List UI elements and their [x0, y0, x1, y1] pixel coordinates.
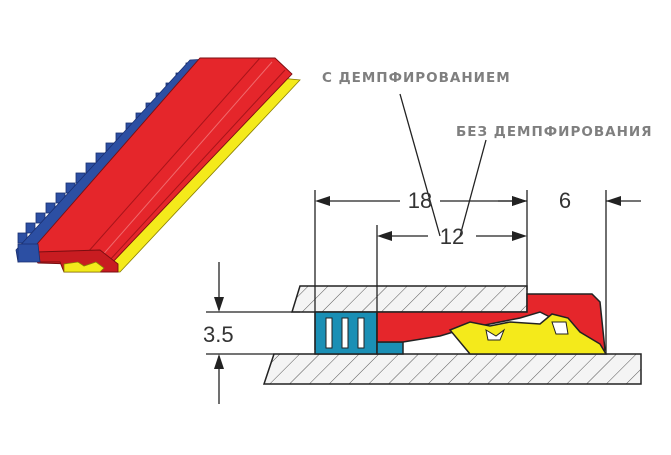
label-with-damping: С ДЕМПФИРОВАНИЕМ [322, 70, 511, 86]
cross-section [262, 285, 642, 385]
seal-strip-3d-illustration [15, 57, 301, 273]
top-plate [290, 285, 528, 313]
label-without-damping: БЕЗ ДЕМПФИРОВАНИЯ [456, 124, 653, 140]
dimension-arrowheads [214, 196, 621, 369]
dimension-3-5: 3.5 [203, 322, 234, 347]
dimension-lines [206, 93, 641, 404]
bottom-plate [262, 353, 642, 385]
dimension-12: 12 [440, 224, 464, 249]
red-body-top [29, 57, 293, 266]
dimension-6: 6 [559, 188, 571, 213]
dimension-18: 18 [408, 188, 432, 213]
yellow-profile [448, 313, 608, 355]
